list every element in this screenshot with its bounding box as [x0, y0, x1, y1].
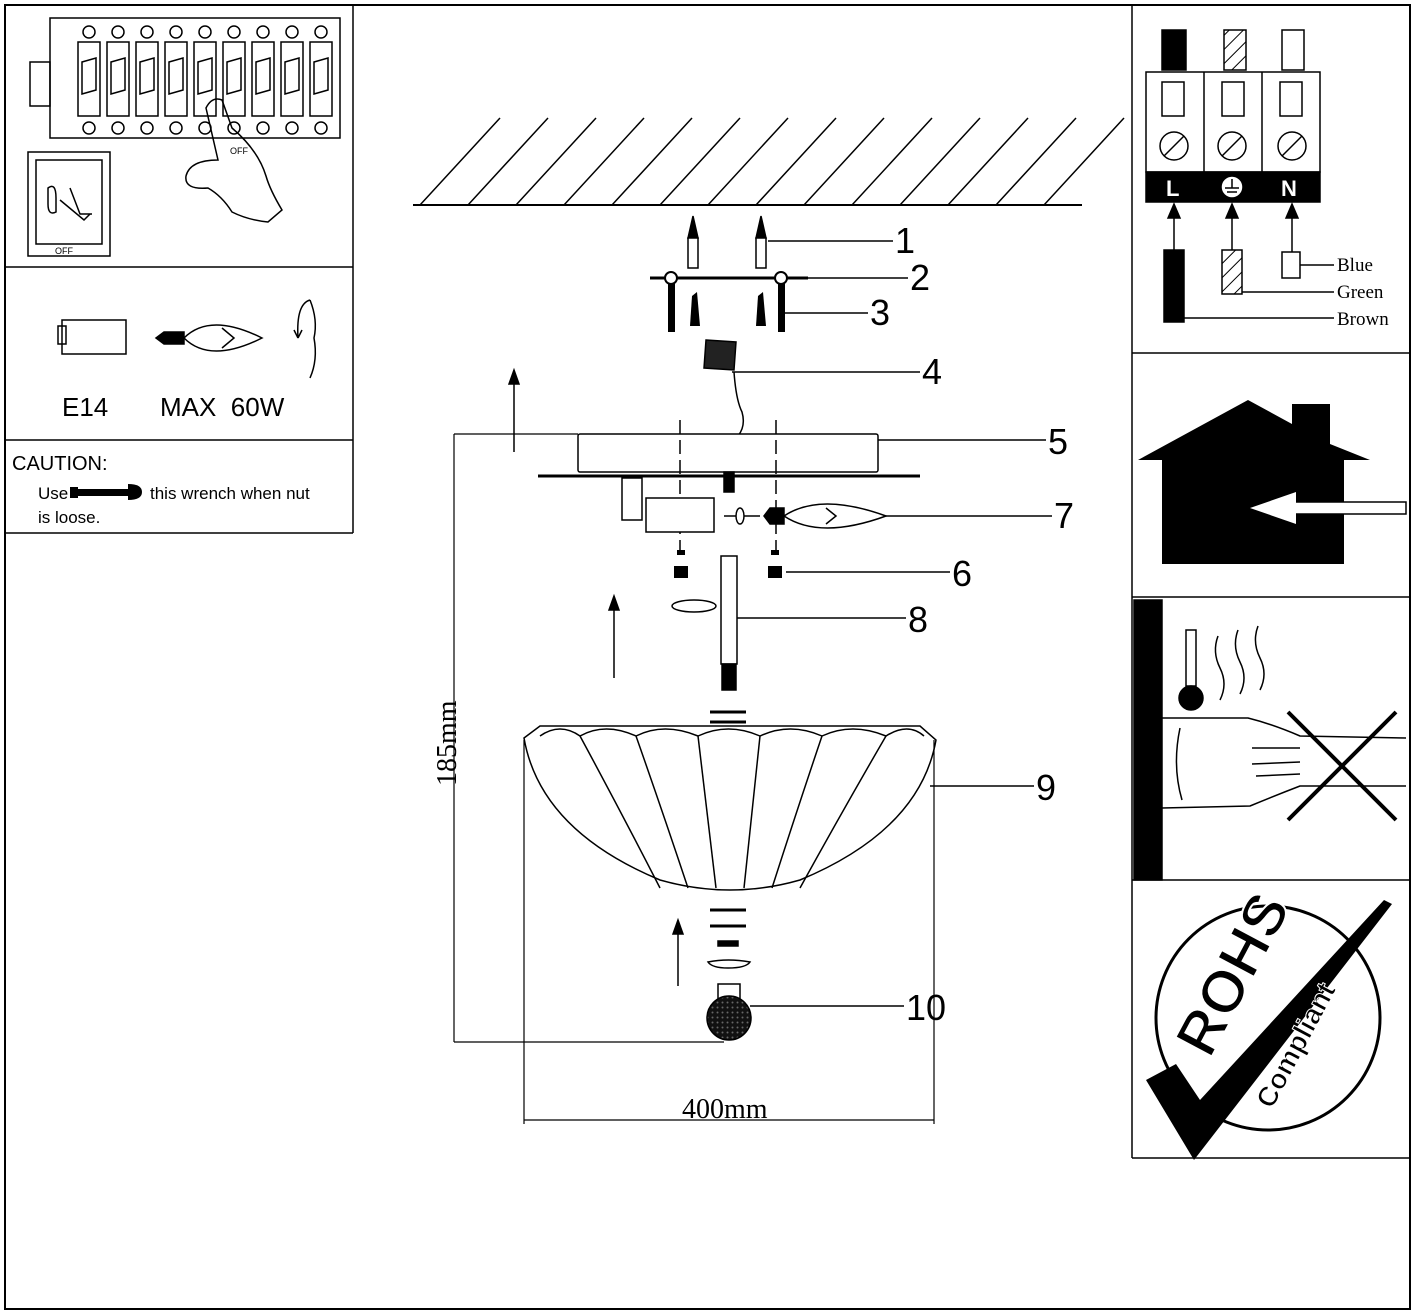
right-panel: L N Blue Green Brown — [1131, 5, 1410, 1160]
left-panel: OFF OFF E14 MAX 60W CAUTION: Use this wr… — [5, 5, 354, 534]
part-number-8: 8 — [908, 599, 928, 640]
outer-border — [4, 4, 1411, 1310]
wire-green: Green — [1337, 282, 1384, 303]
height-dimension: 185mm — [432, 700, 463, 786]
socket-off-label: OFF — [55, 246, 73, 256]
leader-lines — [732, 240, 1052, 1007]
caution-title: CAUTION: — [12, 453, 108, 475]
breaker-panel-icon — [27, 17, 341, 257]
glass-shade — [523, 725, 937, 891]
threaded-rod — [671, 555, 746, 724]
part-number-1: 1 — [895, 220, 915, 261]
width-dimension: 400mm — [682, 1094, 768, 1125]
part-number-2: 2 — [910, 257, 930, 298]
caution-use: Use — [38, 484, 68, 503]
rohs-compliant-logo: ROHS Compliant — [1146, 881, 1392, 1160]
canopy — [538, 420, 920, 552]
finial-parts — [706, 908, 752, 1041]
indoor-use-icon — [1138, 400, 1407, 564]
terminal-neutral: N — [1281, 176, 1297, 201]
wrench-icon — [70, 484, 142, 500]
socket-type: E14 — [62, 392, 108, 422]
wall-anchors — [687, 215, 767, 269]
bulb-spec-icons — [57, 299, 317, 379]
part-number-3: 3 — [870, 292, 890, 333]
nuts — [674, 550, 782, 578]
wire-blue: Blue — [1337, 255, 1373, 276]
lamp-holder-and-bulb — [645, 497, 889, 533]
part-number-10: 10 — [906, 987, 946, 1028]
hot-surface-warning-icon — [1133, 599, 1407, 881]
wiring-terminal-diagram — [1145, 29, 1334, 323]
terminal-live: L — [1166, 176, 1179, 201]
part-number-4: 4 — [922, 351, 942, 392]
screws — [664, 271, 788, 332]
part-number-9: 9 — [1036, 767, 1056, 808]
part-number-7: 7 — [1054, 495, 1074, 536]
terminal-block — [703, 339, 745, 437]
caution-line1: this wrench when nut — [150, 484, 310, 503]
breaker-off-label: OFF — [230, 146, 248, 156]
caution-line2: is loose. — [38, 508, 100, 527]
direction-arrows — [507, 367, 685, 986]
dimension-lines — [453, 433, 935, 1124]
max-power: MAX 60W — [160, 392, 285, 422]
part-number-6: 6 — [952, 553, 972, 594]
wire-brown: Brown — [1337, 309, 1389, 330]
part-number-5: 5 — [1048, 421, 1068, 462]
ceiling-hatch — [413, 117, 1125, 206]
